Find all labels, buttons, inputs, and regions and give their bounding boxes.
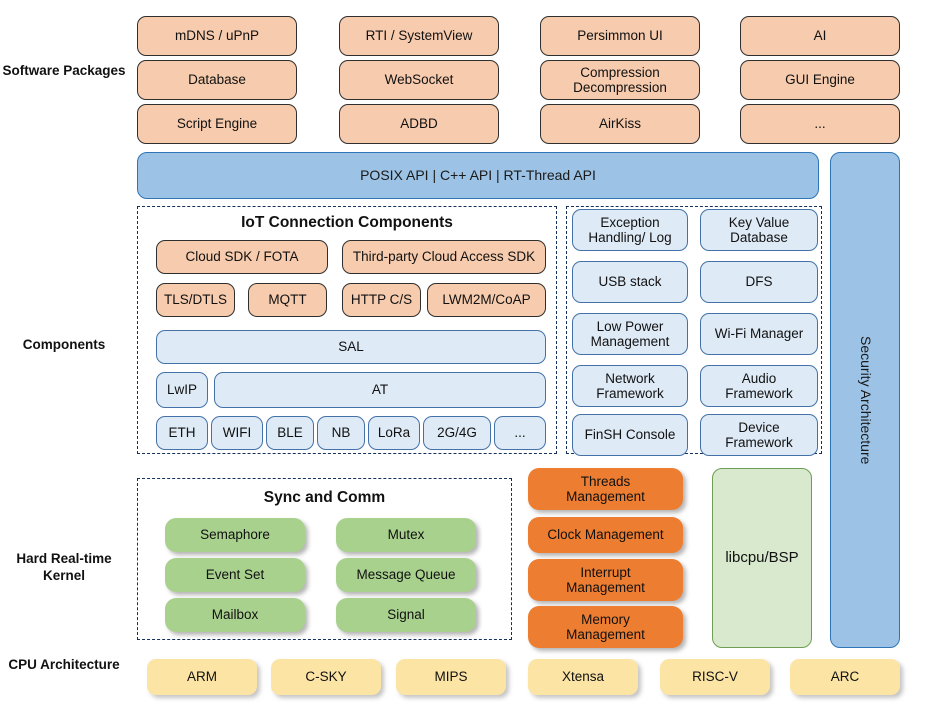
iot-cloud-sdk-fota[interactable]: Cloud SDK / FOTA: [156, 240, 328, 274]
package-ai[interactable]: AI: [740, 16, 900, 56]
component-dfs[interactable]: DFS: [700, 261, 818, 303]
component-wifi-manager[interactable]: Wi-Fi Manager: [700, 313, 818, 355]
security-architecture-label: Security Architecture: [857, 335, 874, 465]
iot-lwip[interactable]: LwIP: [156, 372, 208, 408]
package-persimmon-ui[interactable]: Persimmon UI: [540, 16, 700, 56]
kernel-mailbox[interactable]: Mailbox: [165, 598, 305, 632]
component-network-framework[interactable]: Network Framework: [572, 365, 688, 407]
component-usb-stack[interactable]: USB stack: [572, 261, 688, 303]
component-device-framework[interactable]: Device Framework: [700, 414, 818, 456]
kernel-semaphore[interactable]: Semaphore: [165, 518, 305, 552]
kernel-mutex[interactable]: Mutex: [336, 518, 476, 552]
package-script-engine[interactable]: Script Engine: [137, 104, 297, 144]
package-adbd[interactable]: ADBD: [339, 104, 499, 144]
cpu-arch-arm[interactable]: ARM: [147, 659, 257, 695]
kernel-message-queue[interactable]: Message Queue: [336, 558, 476, 592]
sync-and-comm-title: Sync and Comm: [263, 489, 386, 506]
iot-connection-components-title: IoT Connection Components: [241, 214, 453, 231]
package-more[interactable]: ...: [740, 104, 900, 144]
component-key-value-database[interactable]: Key Value Database: [700, 209, 818, 251]
iot-2g-4g[interactable]: 2G/4G: [423, 416, 491, 450]
sync-and-comm-frame: [137, 478, 512, 640]
iot-connection-components-frame: [137, 206, 557, 454]
package-websocket[interactable]: WebSocket: [339, 60, 499, 100]
libcpu-bsp-block[interactable]: libcpu/BSP: [712, 468, 812, 648]
iot-third-party-sdk[interactable]: Third-party Cloud Access SDK: [342, 240, 546, 274]
component-exception-handling-log[interactable]: Exception Handling/ Log: [572, 209, 688, 251]
kernel-interrupt-management[interactable]: Interrupt Management: [528, 559, 683, 601]
iot-wifi[interactable]: WIFI: [211, 416, 263, 450]
iot-http-cs[interactable]: HTTP C/S: [342, 283, 421, 317]
component-low-power-management[interactable]: Low Power Management: [572, 313, 688, 355]
package-rti-systemview[interactable]: RTI / SystemView: [339, 16, 499, 56]
package-gui-engine[interactable]: GUI Engine: [740, 60, 900, 100]
iot-tls-dtls[interactable]: TLS/DTLS: [156, 283, 235, 317]
layer-label-components: Components: [22, 337, 106, 352]
package-compression[interactable]: Compression Decompression: [540, 60, 700, 100]
iot-lwm2m-coap[interactable]: LWM2M/CoAP: [427, 283, 546, 317]
kernel-event-set[interactable]: Event Set: [165, 558, 305, 592]
iot-ble[interactable]: BLE: [266, 416, 314, 450]
iot-mqtt[interactable]: MQTT: [248, 283, 327, 317]
component-audio-framework[interactable]: Audio Framework: [700, 365, 818, 407]
iot-nb[interactable]: NB: [317, 416, 365, 450]
kernel-memory-management[interactable]: Memory Management: [528, 606, 683, 648]
package-database[interactable]: Database: [137, 60, 297, 100]
kernel-clock-management[interactable]: Clock Management: [528, 517, 683, 553]
cpu-arch-mips[interactable]: MIPS: [396, 659, 506, 695]
cpu-arch-c-sky[interactable]: C-SKY: [271, 659, 381, 695]
component-finsh-console[interactable]: FinSH Console: [572, 414, 688, 456]
kernel-signal[interactable]: Signal: [336, 598, 476, 632]
layer-label-kernel: Hard Real-time Kernel: [16, 551, 112, 583]
layer-label-cpu-architecture: CPU Architecture: [8, 657, 120, 672]
layer-label-software-packages: Software Packages: [2, 63, 126, 78]
security-architecture-column: Security Architecture: [830, 152, 900, 648]
iot-eth[interactable]: ETH: [156, 416, 208, 450]
iot-at[interactable]: AT: [214, 372, 546, 408]
package-airkiss[interactable]: AirKiss: [540, 104, 700, 144]
iot-sal[interactable]: SAL: [156, 330, 546, 364]
components-right-frame: [566, 206, 822, 454]
api-bar: POSIX API | C++ API | RT-Thread API: [137, 152, 819, 199]
cpu-arch-arc[interactable]: ARC: [790, 659, 900, 695]
iot-more[interactable]: ...: [494, 416, 546, 450]
cpu-arch-xtensa[interactable]: Xtensa: [528, 659, 638, 695]
package-mdns-upnp[interactable]: mDNS / uPnP: [137, 16, 297, 56]
kernel-threads-management[interactable]: Threads Management: [528, 468, 683, 510]
cpu-arch-risc-v[interactable]: RISC-V: [660, 659, 770, 695]
iot-lora[interactable]: LoRa: [368, 416, 420, 450]
